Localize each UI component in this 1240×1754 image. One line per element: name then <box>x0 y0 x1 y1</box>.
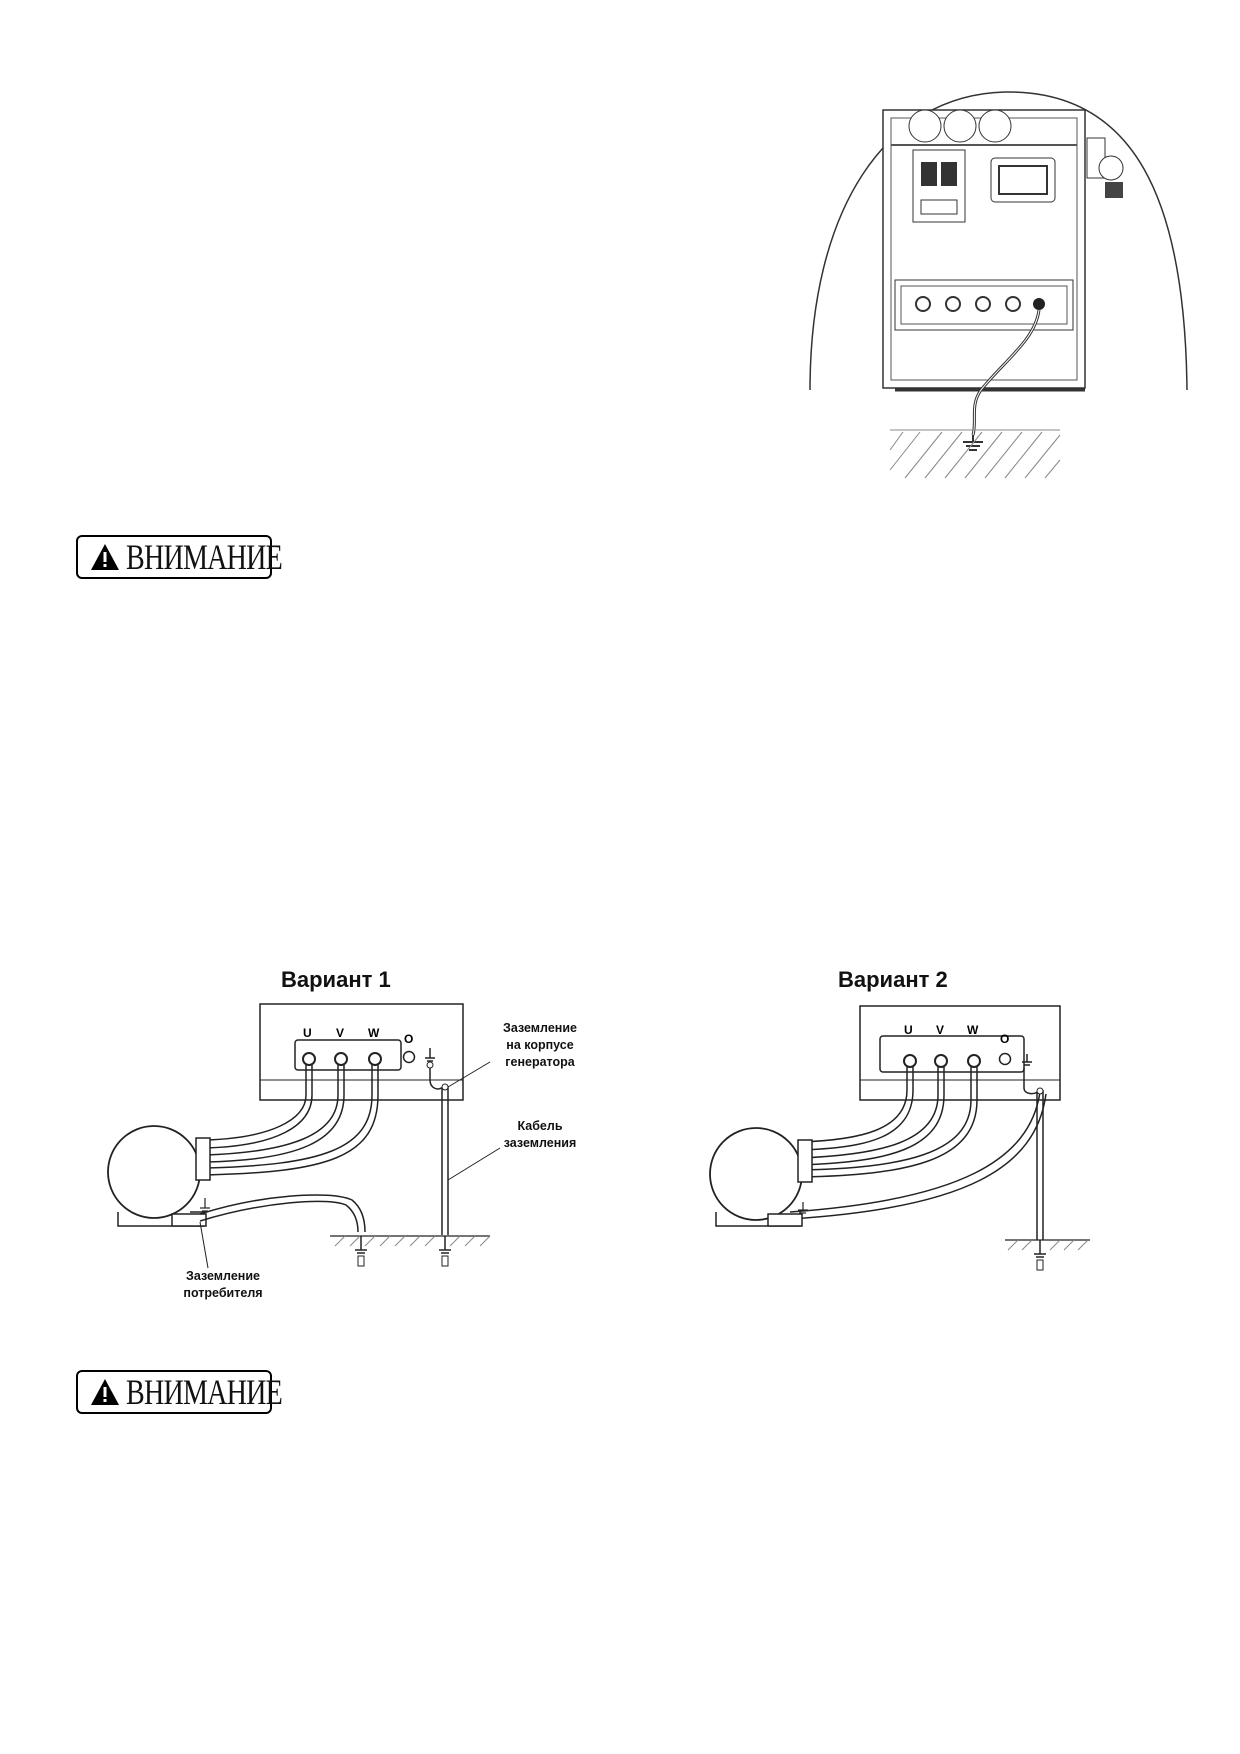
v1-terminal-w: W <box>368 1026 380 1040</box>
warning-triangle-icon <box>91 544 119 570</box>
v2-terminal-o: O <box>1000 1032 1009 1046</box>
v2-terminal-v: V <box>936 1023 944 1037</box>
v2-terminal-w: W <box>967 1023 979 1037</box>
v1-label-ground-cable: Кабель заземления <box>503 1119 577 1150</box>
v1-terminal-v: V <box>336 1026 344 1040</box>
v1-terminal-u: U <box>303 1026 312 1040</box>
v2-terminal-u: U <box>904 1023 913 1037</box>
v1-label-generator-ground: Заземление на корпусе генератора <box>503 1021 577 1069</box>
v1-label-consumer-ground: Заземление потребителя <box>183 1269 263 1300</box>
warning-triangle-icon <box>91 1379 119 1405</box>
generator-panel-illustration <box>809 91 1188 479</box>
v1-terminal-o: O <box>404 1032 413 1046</box>
variant2-title: Вариант 2 <box>838 967 948 992</box>
warning-text: ВНИМАНИЕ <box>126 1372 283 1412</box>
warning-badge-1: ВНИМАНИЕ <box>76 535 283 579</box>
warning-text: ВНИМАНИЕ <box>126 537 283 577</box>
variant2-diagram: U V W O <box>709 1005 1090 1271</box>
warning-badge-2: ВНИМАНИЕ <box>76 1370 283 1414</box>
variant1-title: Вариант 1 <box>281 967 391 992</box>
variant1-diagram: U V W O <box>107 1003 501 1269</box>
